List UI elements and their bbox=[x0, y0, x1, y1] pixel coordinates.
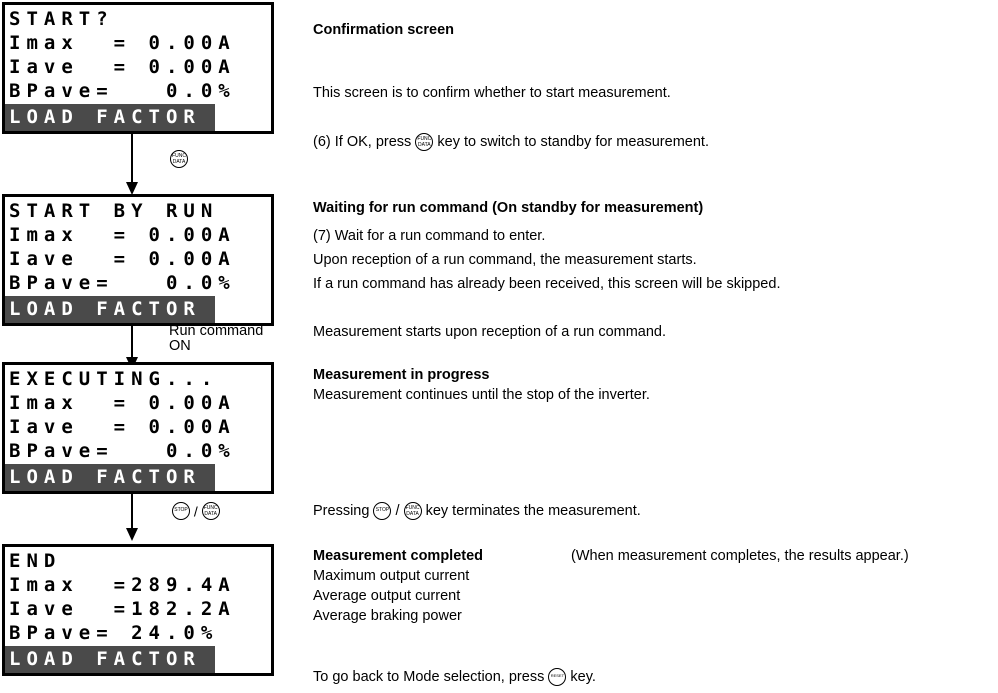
lcd-line-title: START? bbox=[9, 8, 114, 30]
lcd-screen-executing: EXECUTING... Imax = 0.00A Iave = 0.00A B… bbox=[2, 362, 274, 494]
lcd-screen-start-by-run: START BY RUN Imax = 0.00A Iave = 0.00A B… bbox=[2, 194, 274, 326]
measurement-starts-text: Measurement starts upon reception of a r… bbox=[313, 324, 667, 340]
lcd-line-bpave: BPave= 24.0% bbox=[9, 622, 219, 644]
lcd-line-imax: Imax = 0.00A bbox=[9, 392, 236, 414]
completed-note: (When measurement completes, the results… bbox=[571, 548, 909, 564]
lcd-line-iave: Iave =182.2A bbox=[9, 598, 236, 620]
lcd-line-title: END bbox=[9, 550, 62, 572]
waiting-heading: Waiting for run command (On standby for … bbox=[313, 200, 704, 216]
lcd-line-title: EXECUTING... bbox=[9, 368, 219, 390]
flow-arrow-head bbox=[126, 528, 138, 541]
stop-key-icon: STOP bbox=[172, 502, 190, 521]
flow-arrow-line bbox=[131, 134, 133, 183]
lcd-line-iave: Iave = 0.00A bbox=[9, 416, 236, 438]
back-to-mode-text: To go back to Mode selection, press RESE… bbox=[313, 668, 596, 686]
waiting-line3: If a run command has already been receiv… bbox=[313, 276, 781, 292]
flow-arrow-head bbox=[126, 182, 138, 195]
lcd-load-factor-bar: LOAD FACTOR bbox=[5, 296, 215, 323]
lcd-line-imax: Imax = 0.00A bbox=[9, 32, 236, 54]
reset-key-icon: RESET bbox=[548, 668, 567, 686]
in-progress-heading: Measurement in progress bbox=[313, 367, 490, 383]
lcd-line-bpave: BPave= 0.0% bbox=[9, 272, 236, 294]
step7-text: (7) Wait for a run command to enter. bbox=[313, 228, 546, 244]
lcd-load-factor-bar: LOAD FACTOR bbox=[5, 464, 215, 491]
completed-heading: Measurement completed bbox=[313, 548, 484, 564]
result-item-avg-braking: Average braking power bbox=[313, 608, 462, 624]
lcd-line-imax: Imax =289.4A bbox=[9, 574, 236, 596]
waiting-line2: Upon reception of a run command, the mea… bbox=[313, 252, 697, 268]
lcd-line-bpave: BPave= 0.0% bbox=[9, 80, 236, 102]
flow-arrow-line bbox=[131, 494, 133, 530]
lcd-load-factor-bar: LOAD FACTOR bbox=[5, 104, 215, 131]
run-command-on-label: Run command ON bbox=[169, 323, 264, 354]
lcd-screen-end: END Imax =289.4A Iave =182.2A BPave= 24.… bbox=[2, 544, 274, 676]
lcd-line-iave: Iave = 0.00A bbox=[9, 56, 236, 78]
lcd-line-iave: Iave = 0.00A bbox=[9, 248, 236, 270]
lcd-load-factor-bar: LOAD FACTOR bbox=[5, 646, 215, 673]
in-progress-desc: Measurement continues until the stop of … bbox=[313, 387, 650, 403]
flow-arrow-line bbox=[131, 326, 133, 359]
confirmation-desc: This screen is to confirm whether to sta… bbox=[313, 85, 671, 101]
lcd-line-title: START BY RUN bbox=[9, 200, 219, 222]
stop-key-icon: STOP bbox=[373, 502, 392, 520]
lcd-screen-confirm: START? Imax = 0.00A Iave = 0.00A BPave= … bbox=[2, 2, 274, 134]
result-item-max-current: Maximum output current bbox=[313, 568, 470, 584]
lcd-line-bpave: BPave= 0.0% bbox=[9, 440, 236, 462]
lcd-line-imax: Imax = 0.00A bbox=[9, 224, 236, 246]
confirmation-heading: Confirmation screen bbox=[313, 22, 454, 38]
result-item-avg-current: Average output current bbox=[313, 588, 461, 604]
